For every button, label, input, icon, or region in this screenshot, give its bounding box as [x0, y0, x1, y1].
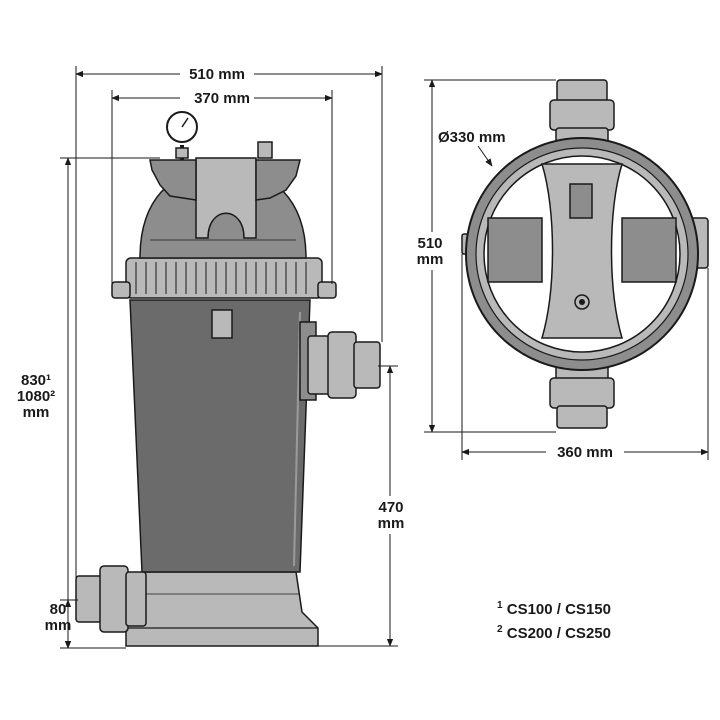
outlet-union — [299, 321, 381, 401]
filter-body — [129, 299, 311, 573]
base-ring — [125, 571, 319, 647]
dim-top-view-width: 360 mm — [557, 444, 613, 461]
dim-total-height-2: 1080² — [17, 388, 55, 405]
dimension-labels: 510 mm 370 mm 830¹ 1080² mm 80 mm 470 mm… — [10, 64, 624, 634]
drain-plug — [211, 309, 233, 339]
lid-handle — [195, 157, 257, 239]
dim-inlet-height-unit: mm — [45, 617, 72, 634]
top-center-handle — [540, 163, 624, 339]
dim-body-width: 370 mm — [194, 90, 250, 107]
legend-marker-2: 2 — [497, 624, 503, 635]
dim-inlet-height: 80 — [50, 601, 67, 618]
dim-outlet-height: 470 — [378, 499, 403, 516]
dim-total-height-1: 830¹ — [21, 372, 51, 389]
legend-item-1: 1 CS100 / CS150 — [497, 600, 611, 618]
legend-text-1: CS100 / CS150 — [506, 601, 611, 618]
legend-text-2: CS200 / CS250 — [506, 625, 611, 642]
dim-top-view-height: 510 — [417, 235, 442, 252]
dim-top-view-height-unit: mm — [417, 251, 444, 268]
dim-total-width: 510 mm — [189, 66, 245, 83]
side-view — [75, 111, 381, 647]
legend-marker-1: 1 — [497, 600, 503, 611]
legend-item-2: 2 CS200 / CS250 — [497, 624, 611, 642]
top-view — [461, 79, 709, 429]
dim-outlet-height-unit: mm — [378, 515, 405, 532]
inlet-union — [75, 565, 147, 633]
dim-total-height-unit: mm — [23, 404, 50, 421]
clamp-collar — [125, 257, 323, 299]
air-valve — [257, 141, 273, 159]
dim-top-diameter: Ø330 mm — [438, 129, 506, 146]
